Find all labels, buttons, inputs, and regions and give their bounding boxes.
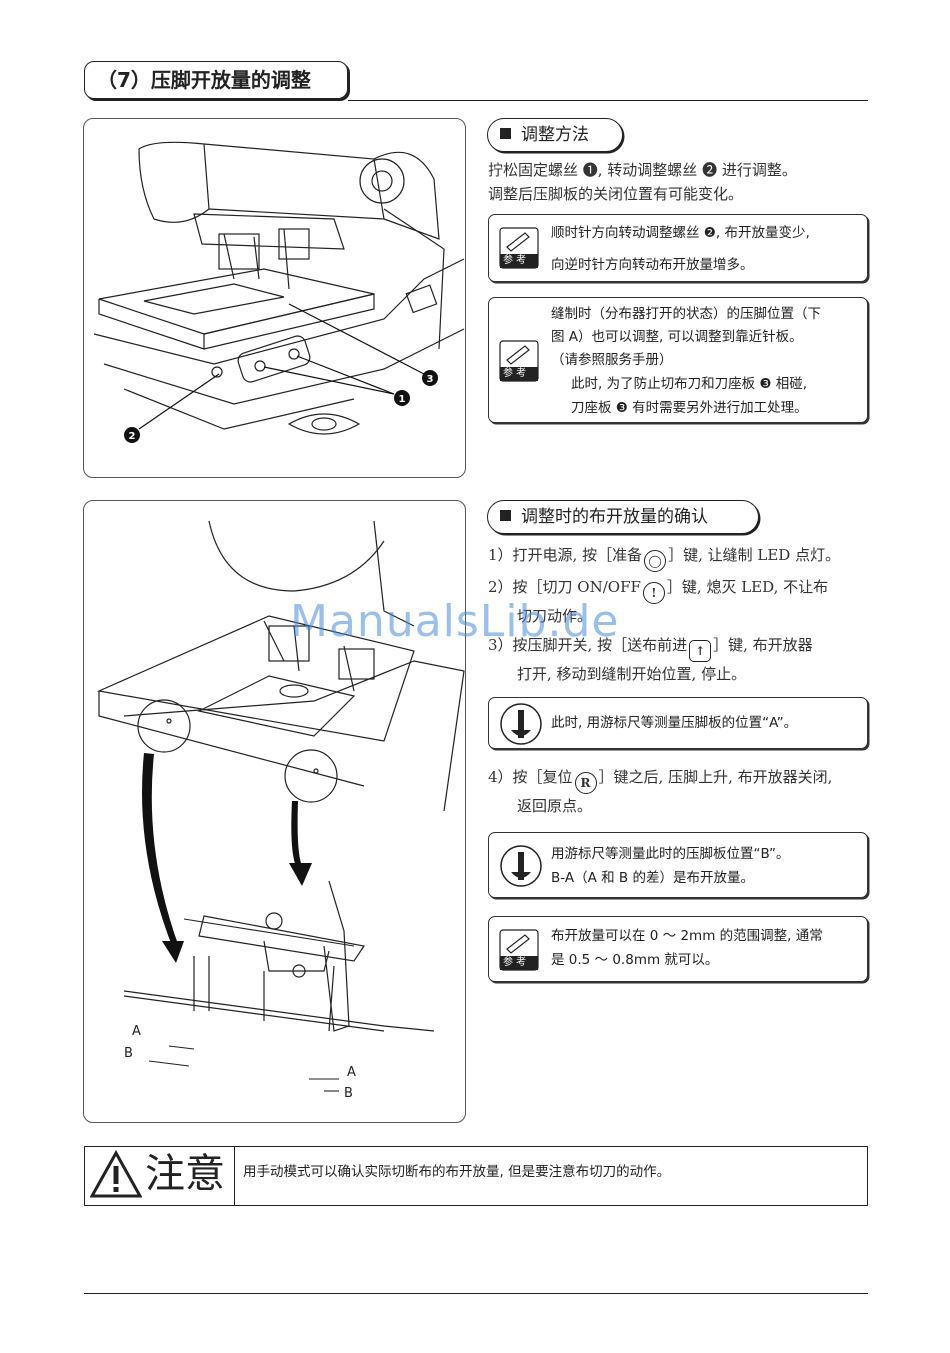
section-rule xyxy=(348,100,868,101)
label-a-left: A xyxy=(132,1024,141,1039)
reference-icon xyxy=(499,227,539,269)
step3-text: 3）按压脚开关, 按［送布前进 xyxy=(488,636,688,654)
ready-key-icon: ◯ xyxy=(644,550,667,572)
note2-line-5: 刀座板 ❸ 有时需要另外进行加工处理。 xyxy=(571,400,808,416)
sewing-machine-illustration: 2 1 3 xyxy=(93,141,465,443)
ref3-line-2: 是 0.5 ～ 0.8mm 就可以。 xyxy=(551,952,719,968)
step4-text: 4）按［复位 xyxy=(488,768,573,786)
intro-line-1: 拧松固定螺丝 ❶, 转动调整螺丝 ❷ 进行调整。 xyxy=(488,161,797,179)
note2-line-2: 图 A）也可以调整, 可以调整到靠近针板。 xyxy=(551,329,803,345)
note2-line-1: 缝制时（分布器打开的状态）的压脚位置（下 xyxy=(551,306,821,322)
step-2: 2）按［切刀 ON/OFF!］键, 熄灭 LED, 不让布 xyxy=(488,573,828,604)
step-1: 1）打开电源, 按［准备◯］键, 让缝制 LED 点灯。 xyxy=(488,541,840,572)
caution2-line-1: 用游标尺等测量此时的压脚板位置“B”。 xyxy=(551,846,790,862)
reference-label: 参 考 xyxy=(503,255,527,266)
label-b-left: B xyxy=(124,1046,133,1061)
intro-line-2: 调整后压脚板的关闭位置有可能变化。 xyxy=(488,185,744,203)
step-3: 3）按压脚开关, 按［送布前进↑］键, 布开放器 xyxy=(488,631,813,662)
step2-text: 2）按［切刀 ON/OFF xyxy=(488,578,641,596)
step-4-cont: 返回原点。 xyxy=(517,797,593,815)
figure-presser-adjustment: 2 1 3 xyxy=(83,118,466,478)
figure-opening-check: A B A B xyxy=(83,500,466,1123)
reset-key-icon: R xyxy=(574,772,597,794)
step1-text: 1）打开电源, 按［准备 xyxy=(488,546,643,564)
step1-tail: ］键, 让缝制 LED 点灯。 xyxy=(668,546,841,564)
step-3-cont: 打开, 移动到缝制开始位置, 停止。 xyxy=(517,665,747,683)
heading-text: 调整方法 xyxy=(521,125,589,145)
caution-icon xyxy=(500,703,542,745)
svg-text:2: 2 xyxy=(129,431,136,442)
ref3-line-1: 布开放量可以在 0 ～ 2mm 的范围调整, 通常 xyxy=(551,928,823,944)
label-a-right: A xyxy=(347,1065,356,1080)
warning-divider xyxy=(234,1146,235,1206)
caution-icon xyxy=(500,845,542,887)
heading-opening-check: 调整时的布开放量的确认 xyxy=(487,500,759,534)
heading-adjust-method: 调整方法 xyxy=(487,118,623,152)
label-b-right: B xyxy=(344,1086,353,1101)
note2-line-4: 此时, 为了防止切布刀和刀座板 ❸ 相碰, xyxy=(571,376,808,392)
heading-text: 调整时的布开放量的确认 xyxy=(521,507,708,527)
step2-tail: ］键, 熄灭 LED, 不让布 xyxy=(666,578,829,596)
warning-box xyxy=(84,1146,868,1206)
knife-onoff-key-icon: ! xyxy=(642,582,665,604)
reference-label: 参 考 xyxy=(503,957,527,968)
reference-note-3: 参 考 布开放量可以在 0 ～ 2mm 的范围调整, 通常 是 0.5 ～ 0.… xyxy=(488,916,868,982)
watermark: ManualsLib.de xyxy=(290,596,620,647)
note1-line-2: 向逆时针方向转动布开放量增多。 xyxy=(551,257,754,273)
caliper-measurement-illustration: A B A B xyxy=(96,520,465,1101)
section-title: （7）压脚开放量的调整 xyxy=(84,61,348,99)
note2-line-3: （请参照服务手册） xyxy=(551,352,673,368)
caution1-text: 此时, 用游标尺等测量压脚板的位置“A”。 xyxy=(551,715,798,731)
feed-forward-key-icon: ↑ xyxy=(689,640,712,662)
step-2-cont: 切刀动作。 xyxy=(517,607,593,625)
reference-note-2: 参 考 缝制时（分布器打开的状态）的压脚位置（下 图 A）也可以调整, 可以调整… xyxy=(488,297,868,423)
reference-icon xyxy=(499,929,539,971)
svg-text:1: 1 xyxy=(399,394,406,405)
step3-tail: ］键, 布开放器 xyxy=(713,636,813,654)
step4-tail: ］键之后, 压脚上升, 布开放器关闭, xyxy=(598,768,833,786)
footer-rule xyxy=(84,1293,868,1294)
reference-note-1: 参 考 顺时针方向转动调整螺丝 ❷, 布开放量变少, 向逆时针方向转动布开放量增… xyxy=(488,214,868,282)
warning-label: 注意 xyxy=(145,1151,225,1197)
reference-label: 参 考 xyxy=(503,368,527,379)
reference-icon xyxy=(499,340,539,382)
caution2-line-2: B-A（A 和 B 的差）是布开放量。 xyxy=(551,870,754,886)
warning-text: 用手动模式可以确认实际切断布的布开放量, 但是要注意布切刀的动作。 xyxy=(243,1164,671,1180)
note1-line-1: 顺时针方向转动调整螺丝 ❷, 布开放量变少, xyxy=(551,225,810,241)
caution-note-1: 此时, 用游标尺等测量压脚板的位置“A”。 xyxy=(488,697,868,749)
square-bullet-icon xyxy=(500,128,511,139)
caution-note-2: 用游标尺等测量此时的压脚板位置“B”。 B-A（A 和 B 的差）是布开放量。 xyxy=(488,832,868,898)
svg-text:3: 3 xyxy=(427,374,434,385)
square-bullet-icon xyxy=(500,510,511,521)
warning-triangle-icon xyxy=(90,1150,142,1198)
